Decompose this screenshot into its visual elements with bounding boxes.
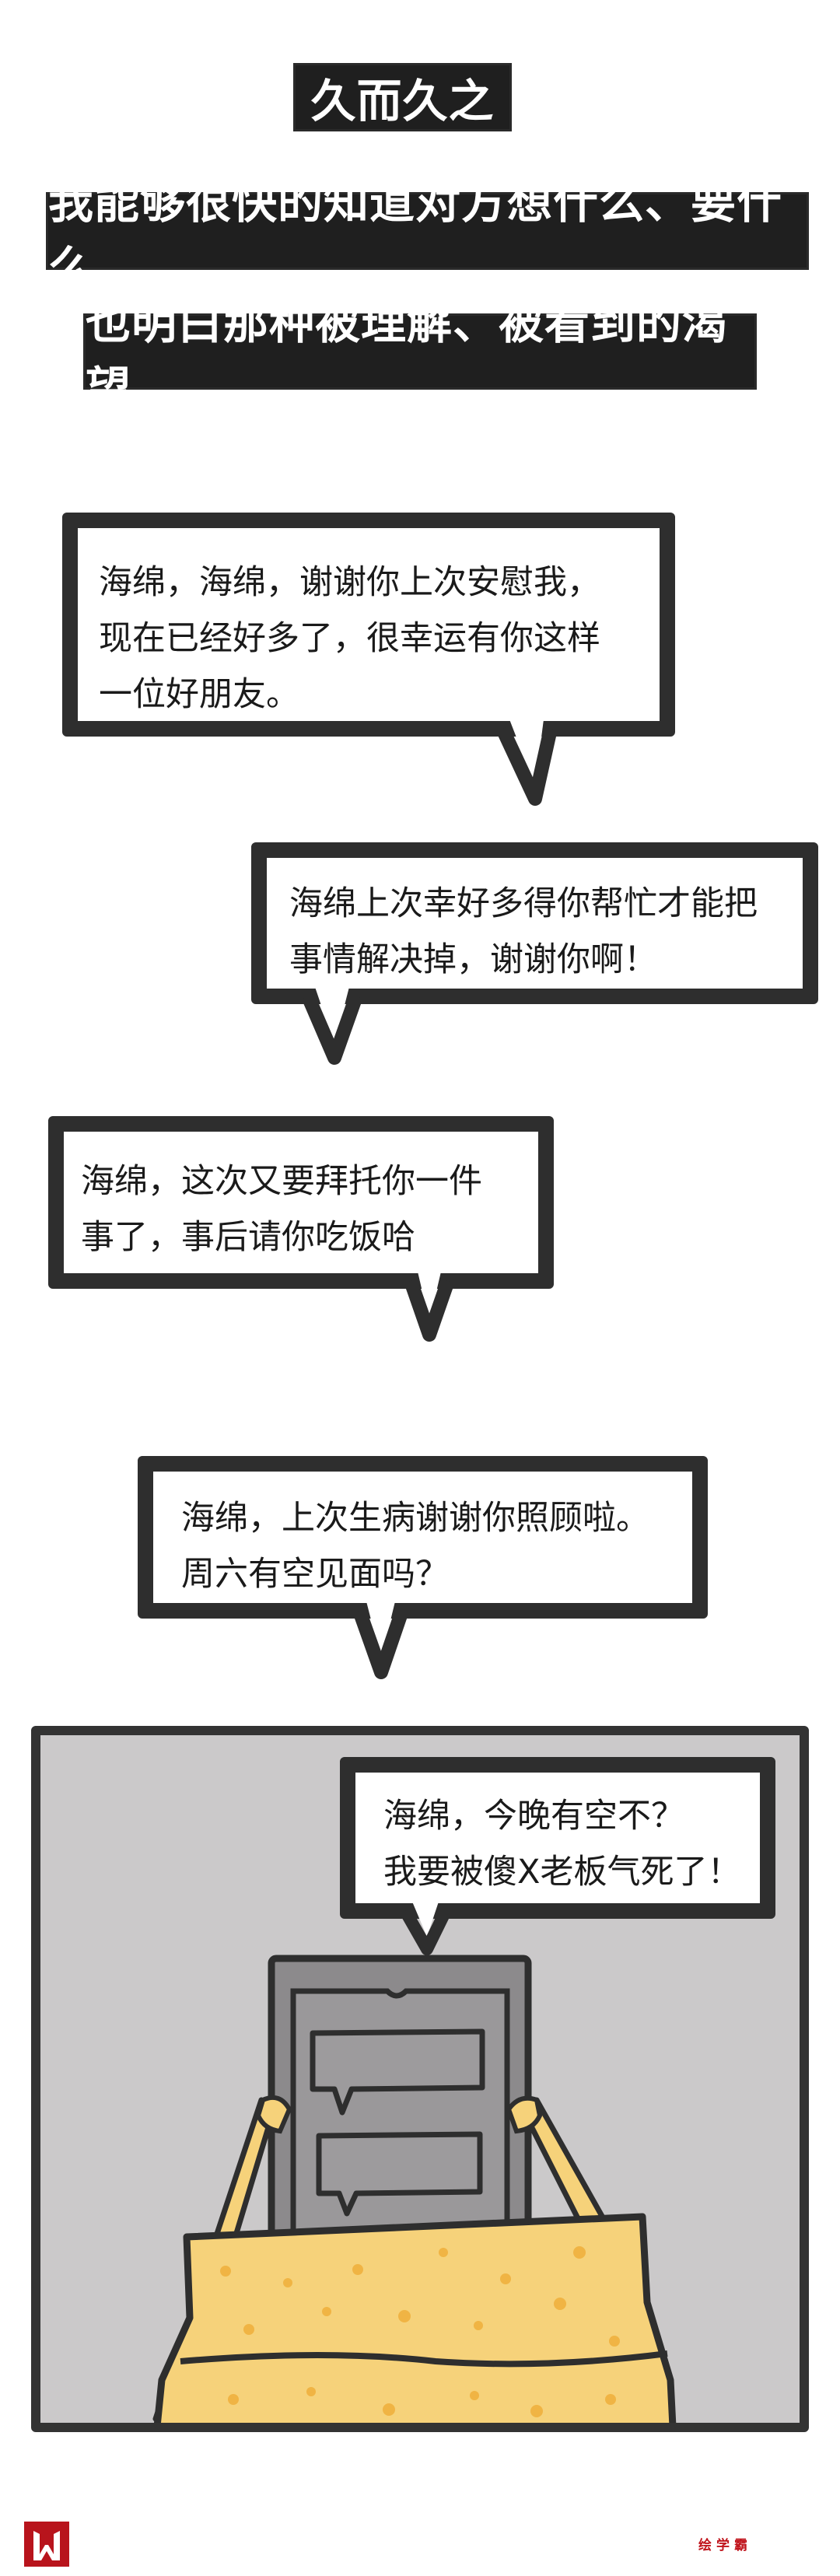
bubble-line: 我要被傻X老板气死了！ [383,1853,741,1892]
speech-bubble-4-text: 海绵，上次生病谢谢你照顾啦。 周六有空见面吗？ [181,1490,649,1602]
heading-3: 也明白那种被理解、被看到的渴望 [86,296,754,415]
screen-message-1 [310,2028,485,2116]
brand-logo [24,2522,69,2567]
panel-speech-bubble-text: 海绵，今晚有空不？ 我要被傻X老板气死了！ [383,1788,740,1900]
speech-bubble-1 [62,513,675,737]
bubble-line: 现在已经好多了，很幸运有你这样 [99,619,600,658]
sponge-phone-illustration [152,1955,677,2423]
sponge-dots [220,2246,620,2417]
bubble-line: 事了，事后请你吃饭哈 [81,1218,415,1257]
left-hand [255,2095,292,2134]
speech-bubble-2-text: 海绵上次幸好多得你帮忙才能把 事情解决掉，谢谢你啊！ [289,876,758,988]
speech-bubble-3-text: 海绵，这次又要拜托你一件 事了，事后请你吃饭哈 [81,1153,482,1265]
bubble-line: 海绵，这次又要拜托你一件 [81,1162,482,1201]
speech-bubble-4 [138,1456,708,1619]
heading-1: 久而久之 [296,65,509,129]
speech-bubble-2 [251,842,818,1004]
heading-2: 我能够很快的知道对方想什么、要什么 [48,176,807,294]
sponge-stripe [180,2350,668,2368]
screen-message-2 [316,2131,483,2217]
brand-name: 绘学霸 [698,2538,752,2553]
bubble-line: 周六有空见面吗？ [181,1555,449,1594]
bubble-line: 一位好朋友。 [99,675,299,714]
speech-bubble-3 [48,1116,554,1289]
w-logo-icon [33,2531,60,2560]
speech-bubble-1-text: 海绵，海绵，谢谢你上次安慰我， 现在已经好多了，很幸运有你这样 一位好朋友。 [99,555,600,723]
bubble-line: 海绵，今晚有空不？ [383,1797,684,1836]
bubble-line: 海绵上次幸好多得你帮忙才能把 [289,884,758,923]
bubble-line: 海绵，海绵，谢谢你上次安慰我， [99,563,600,602]
bubble-line: 海绵，上次生病谢谢你照顾啦。 [181,1499,649,1538]
bubble-line: 事情解决掉，谢谢你啊！ [289,940,657,979]
sponge-body [153,2213,677,2423]
right-hand [506,2095,543,2134]
